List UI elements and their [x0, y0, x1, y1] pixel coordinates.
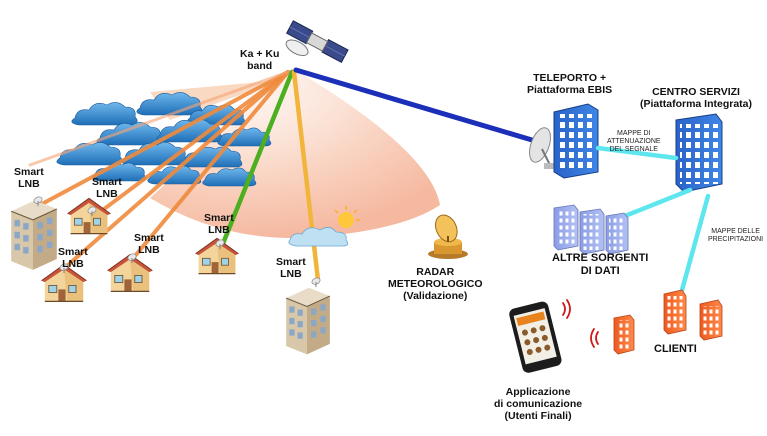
- mappe-prec-line-2: PRECIPITAZIONI: [708, 236, 764, 244]
- mappe-attenuazione-label: MAPPE DI ATTENUAZIONE DEL SEGNALE: [607, 130, 661, 154]
- mappe-prec-line-1: MAPPE DELLE: [711, 228, 760, 235]
- teleporto-label: TELEPORTO + Piattaforma EBIS: [527, 72, 612, 96]
- cyan-link-teleport-centro: [595, 145, 679, 161]
- centro-servizi-building: [675, 113, 723, 193]
- teleporto-line-2: Piattaforma EBIS: [527, 84, 613, 97]
- lnb-line-2: LNB: [280, 268, 302, 281]
- clienti-buildings: [613, 289, 723, 355]
- sorgenti-line-2: DI DATI: [580, 264, 620, 277]
- orange-link-5: [28, 70, 290, 167]
- smart-lnb-label-3: Smart LNB: [58, 246, 88, 270]
- teleporto-building: [553, 103, 599, 179]
- mappe-att-line-2: ATTENUAZIONE: [607, 138, 661, 146]
- centro-line-1: CENTRO SERVIZI: [652, 86, 740, 98]
- satellite-icon: [285, 20, 349, 63]
- orange-link-2: [90, 70, 290, 220]
- apartment-tower: [10, 199, 58, 271]
- radar-line-2: METEOROLOGICO: [388, 278, 483, 291]
- applicazione-label: Applicazione di comunicazione (Utenti Fi…: [494, 386, 582, 422]
- orange-link-3: [58, 70, 290, 274]
- lnb-line-1: Smart: [276, 256, 306, 268]
- downlink-beams: [28, 67, 535, 283]
- cloud-cluster: [56, 92, 272, 187]
- orange-link-1: [38, 70, 290, 207]
- altre-sorgenti-buildings: [553, 204, 629, 255]
- radar-coverage-beam: [150, 68, 440, 239]
- app-line-1: Applicazione: [505, 386, 571, 398]
- lnb-line-2: LNB: [208, 224, 230, 237]
- cyan-link-centro-clienti: [679, 193, 711, 293]
- app-line-2: di comunicazione: [494, 398, 583, 411]
- altre-sorgenti-label: ALTRE SORGENTI DI DATI: [552, 252, 648, 277]
- small-cloud: [288, 227, 349, 247]
- centro-line-2: (Piattaforma Integrata): [640, 98, 753, 111]
- lnb-line-1: Smart: [134, 232, 164, 244]
- smart-lnb-label-4: Smart LNB: [134, 232, 164, 256]
- lnb-line-2: LNB: [62, 258, 84, 271]
- lnb-line-1: Smart: [14, 166, 44, 178]
- teleporto-line-1: TELEPORTO +: [533, 72, 607, 84]
- green-link: [219, 69, 295, 249]
- band-line-1: Ka + Ku: [240, 48, 280, 60]
- lnb-line-1: Smart: [92, 176, 122, 188]
- sorgenti-line-1: ALTRE SORGENTI: [552, 252, 649, 264]
- satellite-band-label: Ka + Ku band: [240, 48, 279, 72]
- radar-line-3: (Validazione): [403, 290, 468, 303]
- lnb-line-2: LNB: [96, 188, 118, 201]
- house-icon: [66, 197, 112, 235]
- lnb-line-1: Smart: [58, 246, 88, 258]
- mappe-precipitazioni-label: MAPPE DELLE PRECIPITAZIONI: [708, 228, 763, 244]
- smart-lnb-label-5: Smart LNB: [204, 212, 234, 236]
- smart-lnb-label-2: Smart LNB: [92, 176, 122, 200]
- apartment-tower: [285, 287, 331, 355]
- radar-icon: [428, 214, 468, 259]
- clienti-label: CLIENTI: [654, 343, 697, 355]
- smart-lnb-label-6: Smart LNB: [276, 256, 306, 280]
- app-line-3: (Utenti Finali): [504, 410, 572, 423]
- lnb-line-2: LNB: [18, 178, 40, 191]
- sun-icon: [334, 206, 360, 228]
- mappe-att-line-3: DEL SEGNALE: [609, 146, 658, 154]
- smartphone-icon: [509, 301, 562, 373]
- uplink-blue: [293, 67, 535, 143]
- dish-antenna-icon: [529, 127, 556, 169]
- band-line-2: band: [247, 60, 273, 73]
- wifi-signal-icon: [562, 299, 599, 348]
- centro-servizi-label: CENTRO SERVIZI (Piattaforma Integrata): [640, 86, 752, 110]
- smart-lnb-label-1: Smart LNB: [14, 166, 44, 190]
- mappe-att-line-1: MAPPE DI: [617, 130, 651, 137]
- lnb-line-1: Smart: [204, 212, 234, 224]
- radar-line-1: RADAR: [416, 266, 455, 278]
- lnb-line-2: LNB: [138, 244, 160, 257]
- orange-link-4: [128, 70, 290, 264]
- radar-label: RADAR METEOROLOGICO (Validazione): [388, 266, 483, 302]
